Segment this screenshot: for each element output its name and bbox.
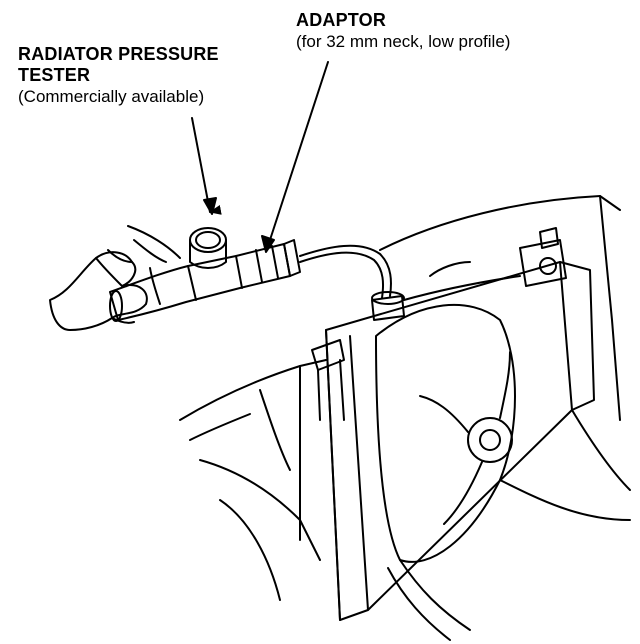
adaptor-label: ADAPTOR (for 32 mm neck, low profile) bbox=[296, 10, 510, 52]
tester-note: (Commercially available) bbox=[18, 87, 205, 106]
radiator-bracket bbox=[311, 339, 345, 371]
radiator-pressure-tester-label: RADIATOR PRESSURE TESTER (Commercially a… bbox=[18, 44, 219, 107]
tester-title-line2: TESTER bbox=[18, 65, 91, 85]
radiator-filler-neck bbox=[371, 295, 405, 321]
radiator-core bbox=[325, 261, 573, 621]
front-body-panel bbox=[179, 359, 327, 421]
adaptor-title: ADAPTOR bbox=[296, 10, 387, 30]
tester-leader-arrow bbox=[191, 117, 222, 215]
tester-arrowhead bbox=[203, 197, 217, 215]
adaptor-leader-arrow bbox=[267, 61, 329, 247]
adaptor-fitting bbox=[283, 239, 301, 277]
pressure-hose bbox=[299, 244, 392, 297]
fan-shroud bbox=[375, 303, 516, 563]
coolant-reservoir bbox=[519, 239, 567, 287]
tester-title-line1: RADIATOR PRESSURE bbox=[18, 44, 219, 64]
fender-panel bbox=[379, 195, 621, 251]
adaptor-note: (for 32 mm neck, low profile) bbox=[296, 32, 511, 51]
fan-hub bbox=[467, 417, 513, 463]
technician-hand bbox=[49, 251, 148, 331]
